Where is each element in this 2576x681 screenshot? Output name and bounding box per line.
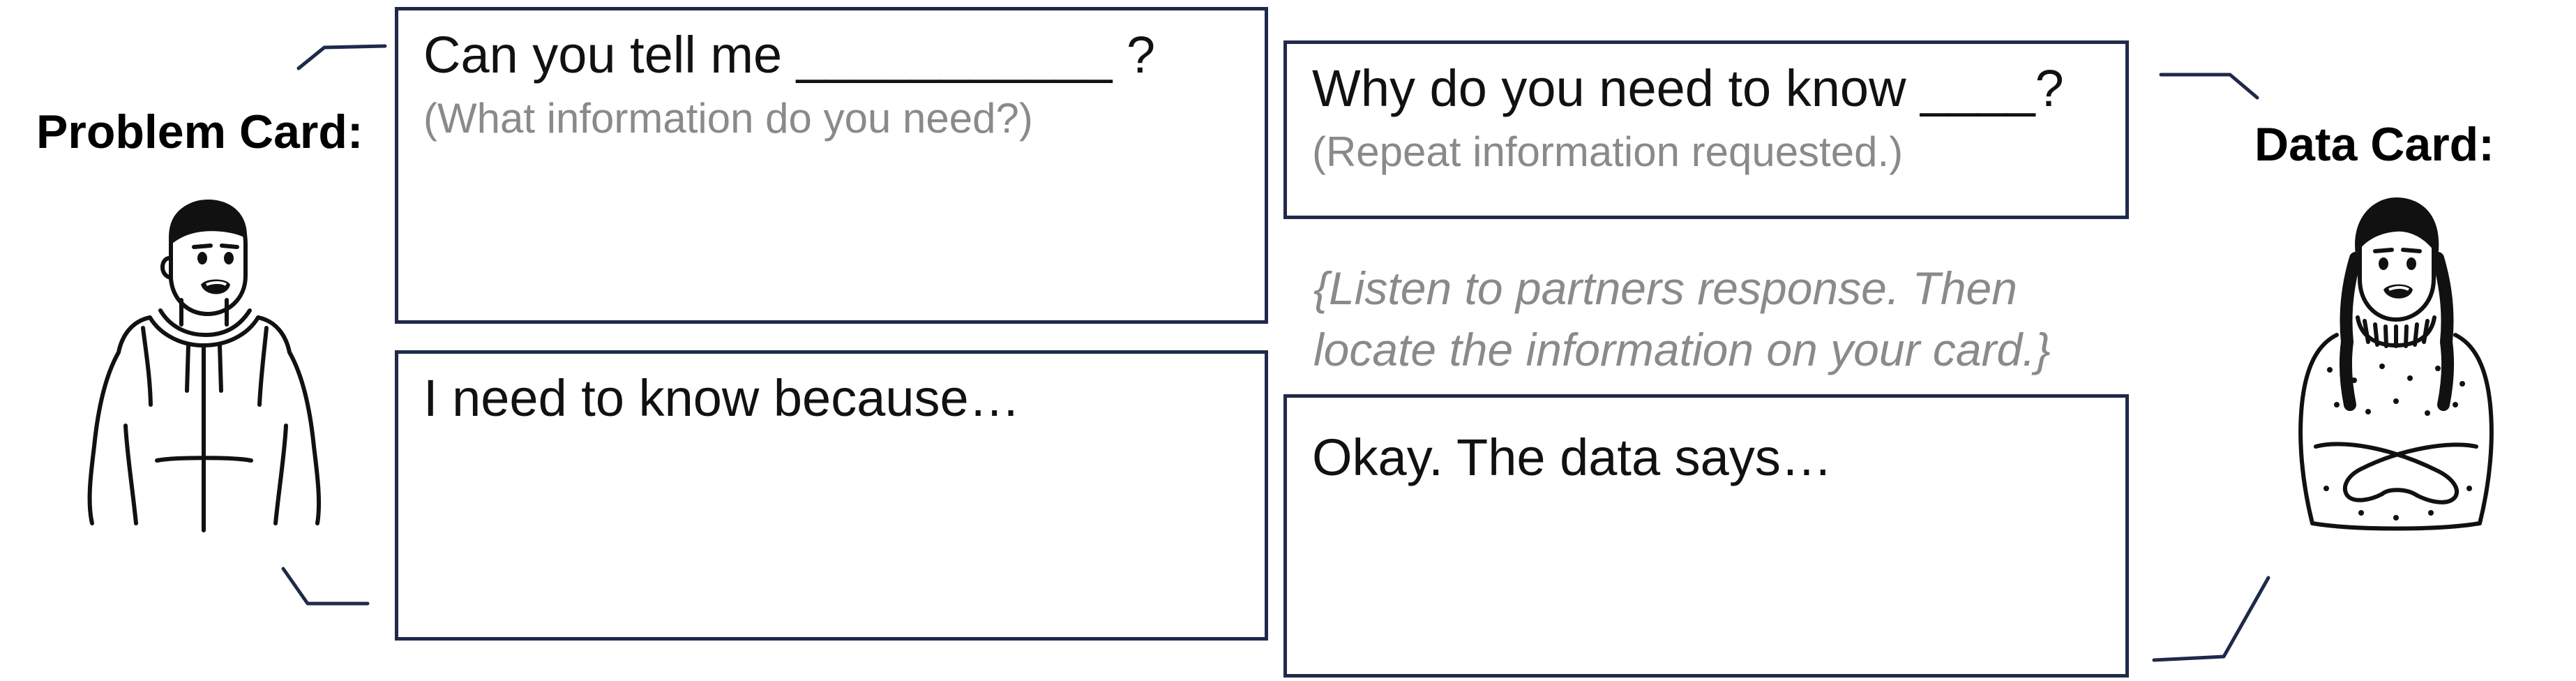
data-says-card: Okay. The data says… [1283,394,2129,678]
because-card: I need to know because… [395,350,1268,641]
instruction-line-2: locate the information on your card.} [1313,323,2051,375]
instruction-text: {Listen to partners response. Then locat… [1313,258,2051,381]
question-hint: (What information do you need?) [423,94,1033,142]
connector-top-left [296,44,387,70]
why-hint: (Repeat information requested.) [1312,128,1904,175]
connector-bottom-left [281,567,370,606]
why-prompt: Why do you need to know ____? [1312,59,2064,117]
data-says-prompt: Okay. The data says… [1312,428,1832,486]
because-prompt: I need to know because… [423,369,1020,427]
instruction-line-1: {Listen to partners response. Then [1313,262,2017,314]
question-card: Can you tell me ___________ ? (What info… [395,7,1268,324]
question-prompt: Can you tell me ___________ ? [423,26,1156,84]
girl-with-braids-icon [2298,197,2494,531]
data-card-label: Data Card: [2254,118,2494,171]
connector-top-right [2159,73,2259,100]
why-card: Why do you need to know ____? (Repeat in… [1283,40,2129,219]
boy-in-hoodie-icon [87,199,322,532]
connector-bottom-right [2152,576,2270,662]
problem-card-label: Problem Card: [36,105,363,158]
